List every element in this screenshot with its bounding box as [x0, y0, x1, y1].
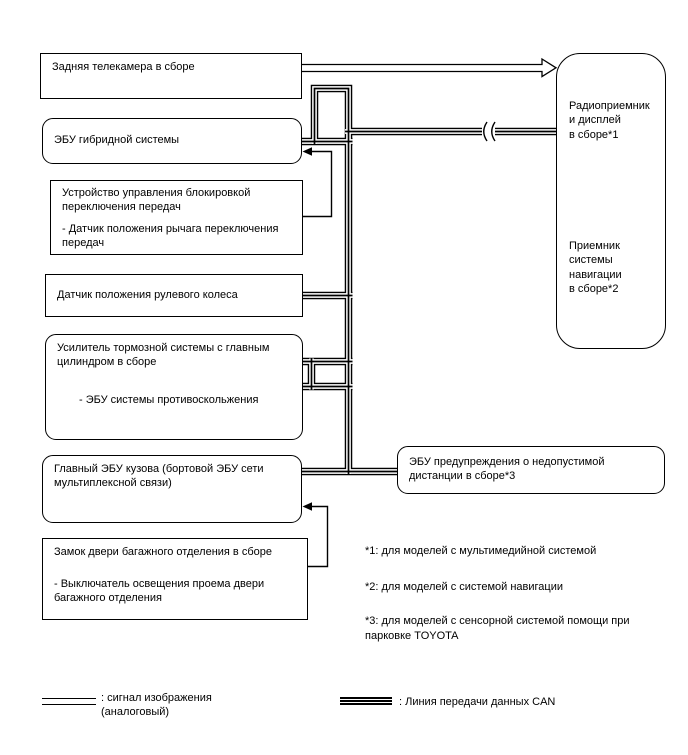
node-hybrid-ecu: ЭБУ гибридной системы [42, 118, 302, 164]
node-luggage-door-lock: Замок двери багажного отделения в сборе … [42, 538, 308, 620]
node-radio-receiver-label: Радиоприемник и дисплей в сборе*1 [569, 100, 650, 141]
node-luggage-door-lock-label: Замок двери багажного отделения в сборе [54, 546, 272, 558]
arrow-door-lock-to-body-ecu [302, 502, 329, 568]
video-signal-line-icon [42, 698, 96, 705]
node-rear-camera: Задняя телекамера в сборе [40, 53, 302, 99]
can-bus-line-gap [302, 89, 557, 475]
footnote-1: *1: для моделей с мультимедийной системо… [365, 545, 597, 557]
node-shift-lock-sublabel: - Датчик положения рычага переключения п… [62, 222, 279, 249]
node-brake-booster-label: Усилитель тормозной системы с главным ци… [57, 342, 270, 368]
legend-can-line-label: : Линия передачи данных CAN [399, 696, 556, 708]
node-shift-lock-label: Устройство управления блокировкой перекл… [62, 187, 251, 213]
can-line-icon [340, 697, 392, 705]
node-steering-sensor: Датчик положения рулевого колеса [45, 274, 303, 317]
node-main-body-ecu: Главный ЭБУ кузова (бортовой ЭБУ сети му… [42, 455, 302, 523]
can-bus-line-center [301, 87, 558, 475]
node-hybrid-ecu-label: ЭБУ гибридной системы [54, 134, 180, 147]
node-distance-warning-ecu: ЭБУ предупреждения о недопустимой дистан… [397, 446, 665, 494]
node-main-body-ecu-label: Главный ЭБУ кузова (бортовой ЭБУ сети му… [54, 463, 264, 489]
node-rear-camera-label: Задняя телекамера в сборе [52, 61, 195, 73]
node-luggage-door-lock-sublabel: - Выключатель освещения проема двери баг… [54, 577, 265, 604]
arrow-shift-lock-to-hybrid-ecu [302, 147, 333, 218]
node-radio-receiver: Радиоприемник и дисплей в сборе*1 Приемн… [556, 53, 666, 349]
node-distance-warning-label: ЭБУ предупреждения о недопустимой дистан… [409, 456, 605, 482]
legend-video-signal-label: : сигнал изображения (аналоговый) [101, 692, 212, 719]
node-steering-sensor-label: Датчик положения рулевого колеса [57, 288, 238, 301]
node-brake-booster-sublabel: - ЭБУ системы противоскольжения [79, 393, 259, 406]
can-bus-line [302, 89, 557, 475]
footnote-3: *3: для моделей с сенсорной системой пом… [365, 615, 630, 643]
node-brake-booster: Усилитель тормозной системы с главным ци… [45, 334, 303, 440]
video-signal-arrow [302, 57, 558, 78]
line-break-mark-icon [482, 121, 496, 142]
footnote-2: *2: для моделей с системой навигации [365, 581, 563, 593]
node-shift-lock-control: Устройство управления блокировкой перекл… [50, 180, 303, 255]
node-navigation-receiver-label: Приемник системы навигации в сборе*2 [569, 240, 622, 295]
